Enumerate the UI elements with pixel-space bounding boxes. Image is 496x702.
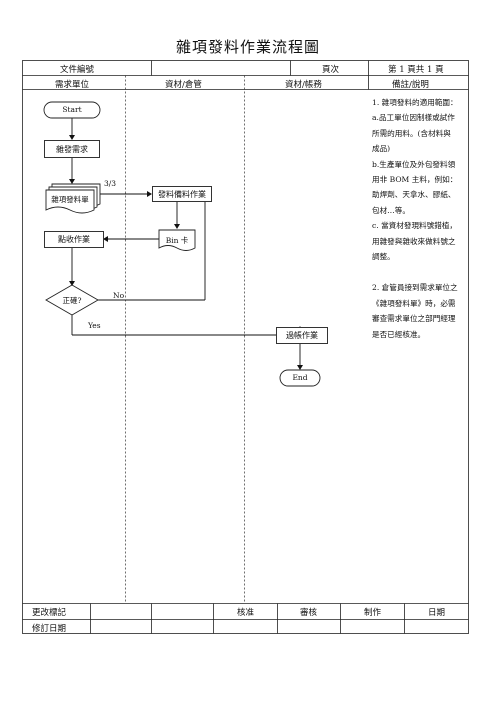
doc-issue-form: 雜項發料單 [51, 195, 89, 204]
date-label: 日期 [428, 608, 446, 618]
column-warehouse: 資材/倉管 [165, 80, 202, 90]
page-title: 雜項發料作業流程圖 [175, 38, 320, 56]
column-requester: 需求單位 [55, 80, 90, 90]
note-1a: a.品工單位因制樣或試作所需的用料。(含材料與成品) [372, 113, 455, 154]
label-no: No [113, 291, 125, 300]
note-1c: c. 當資材發現料號錯植，用雜發與雜收來做料號之調整。 [372, 221, 458, 262]
page-value: 第 1 頁共 1 頁 [388, 65, 444, 75]
step-post: 過帳作業 [276, 327, 328, 344]
approve-label: 核准 [237, 608, 255, 618]
doc-no-label: 文件編號 [60, 65, 95, 75]
start-terminator: Start [62, 105, 82, 114]
revision-date-label: 修訂日期 [32, 624, 67, 634]
note-2: 2. 倉管員接到需求單位之《雜項發料單》時，必需審查需求單位之部門經理是否已經核… [372, 283, 458, 339]
column-accounting: 資材/帳務 [285, 80, 322, 90]
decision-correct: 正確? [62, 296, 82, 305]
end-terminator: End [292, 373, 308, 382]
page-label: 頁次 [322, 65, 340, 75]
make-label: 制作 [364, 608, 382, 618]
column-notes: 備註/說明 [392, 80, 429, 90]
label-yes: Yes [88, 321, 101, 330]
step-receive: 點收作業 [44, 231, 104, 248]
note-1: 1. 雜項發料的適用範圍： [372, 98, 458, 107]
step-prepare: 發料備料作業 [152, 186, 212, 202]
doc-bin-card: Bin 卡 [165, 236, 189, 245]
step-need: 雜發需求 [44, 140, 100, 158]
notes-text: 1. 雜項發料的適用範圍： a.品工單位因制樣或試作所需的用料。(含材料與成品)… [372, 95, 458, 342]
review-label: 審核 [300, 608, 318, 618]
copies-label: 3/3 [104, 179, 117, 188]
note-1b: b.生產單位及外包發料領用非 BOM 主料，例如：助焊劑、天拿水、膠紙、包材…等… [372, 159, 458, 215]
change-mark-label: 更改標記 [32, 608, 67, 618]
